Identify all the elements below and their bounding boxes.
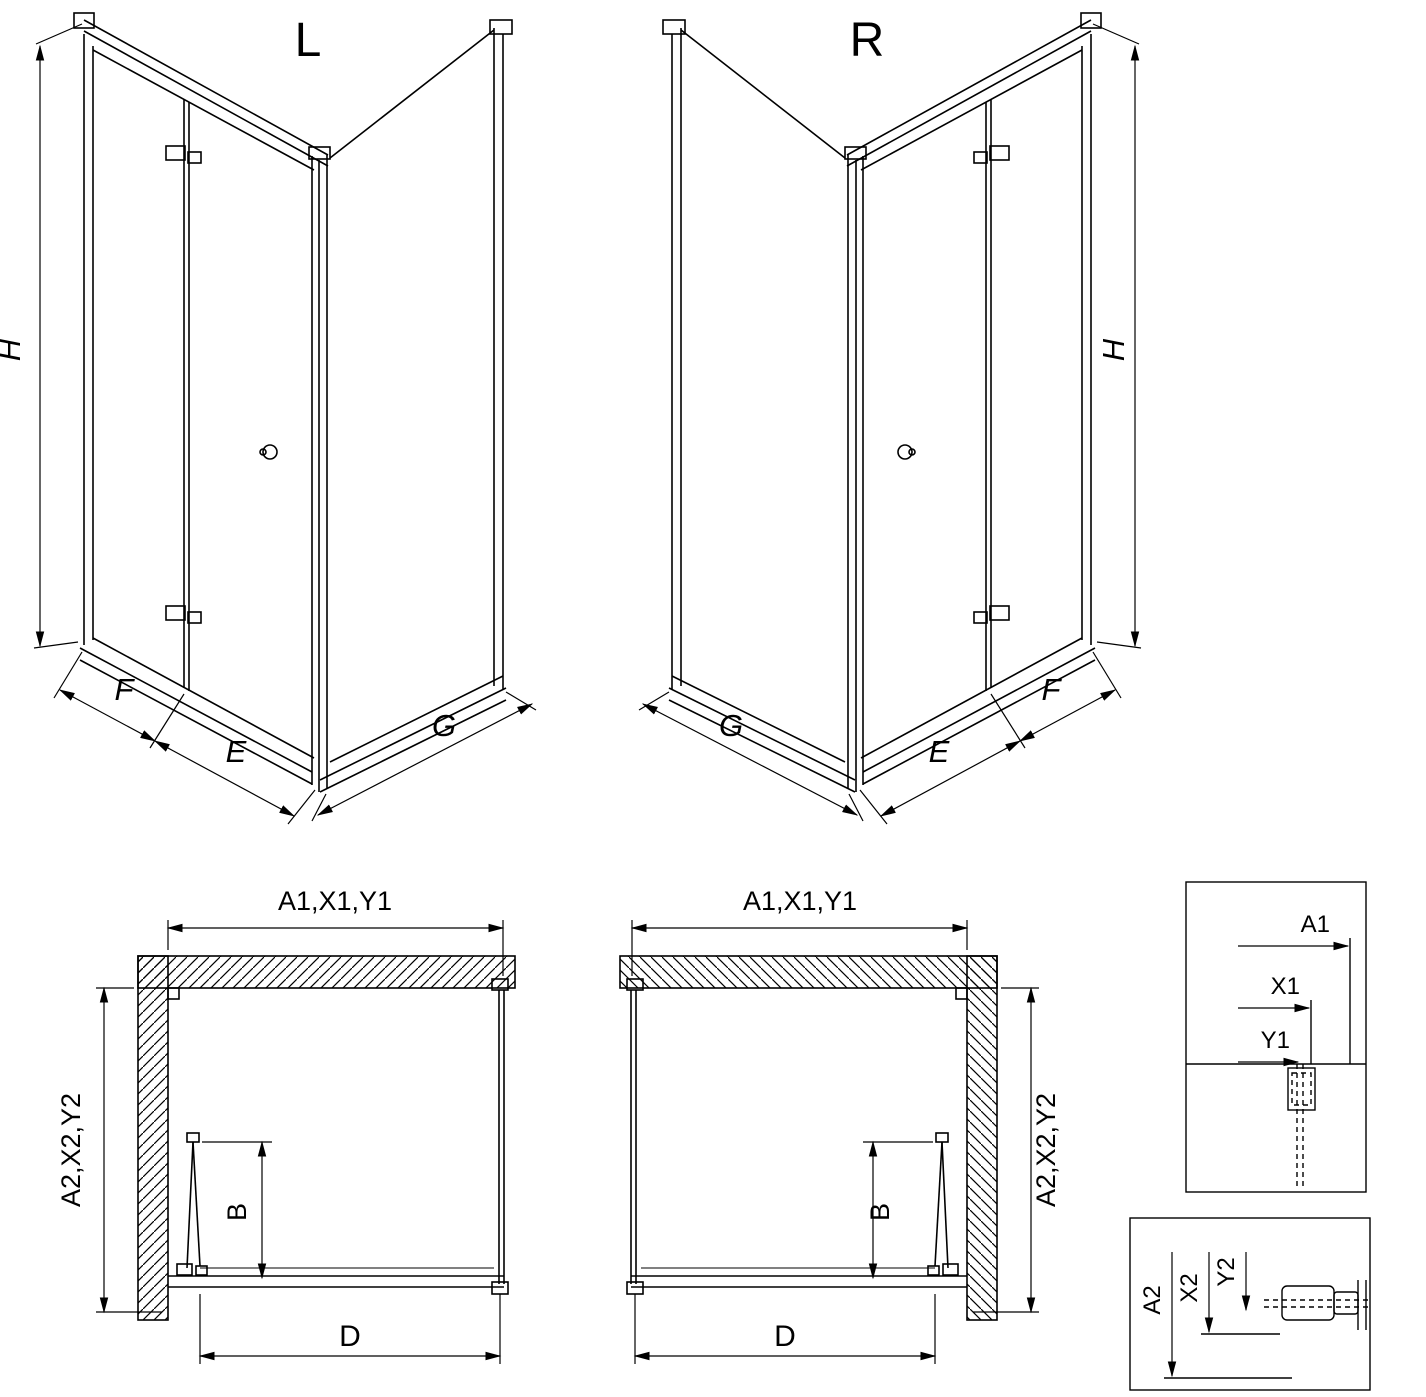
plan-left-depth-dim-label: A2,X2,Y2 — [56, 1093, 86, 1207]
plan-right-door-dim-label: B — [865, 1203, 895, 1221]
iso-left-dim-e-label: E — [226, 734, 247, 769]
iso-left-dim-f-label: F — [115, 672, 136, 707]
iso-view-right-geometry — [639, 13, 1141, 824]
iso-left-dim-g-label: G — [432, 708, 456, 743]
iso-view-left-geometry — [34, 13, 536, 824]
detail-depth-a2-label: A2 — [1139, 1285, 1166, 1314]
plan-right-opening-dim-label: D — [774, 1320, 796, 1353]
iso-left-dim-height-label: H — [0, 338, 27, 361]
iso-left-variant-label: L — [295, 14, 322, 67]
iso-right-dim-e-label: E — [929, 734, 950, 769]
detail-view-depth: A2 X2 Y2 — [1129, 1217, 1371, 1391]
plan-right-depth-dim-label: A2,X2,Y2 — [1031, 1093, 1061, 1207]
plan-view-right-geometry — [620, 920, 1039, 1364]
iso-right-dim-height-label: H — [1096, 338, 1131, 361]
plan-right-width-dim-label: A1,X1,Y1 — [743, 886, 857, 916]
detail-depth-y2-label: Y2 — [1213, 1257, 1240, 1286]
detail-view-width: A1 X1 Y1 — [1185, 881, 1367, 1193]
iso-right-variant-label: R — [850, 14, 885, 67]
iso-right-dim-g-label: G — [719, 708, 743, 743]
iso-right-dim-f-label: F — [1042, 672, 1063, 707]
plan-left-opening-dim-label: D — [339, 1320, 361, 1353]
detail-width-y1-label: Y1 — [1261, 1027, 1290, 1054]
detail-width-x1-label: X1 — [1271, 973, 1300, 1000]
detail-depth-x2-label: X2 — [1176, 1273, 1203, 1302]
plan-view-left-geometry — [96, 920, 515, 1364]
detail-width-a1-label: A1 — [1301, 911, 1330, 938]
plan-left-door-dim-label: B — [222, 1203, 252, 1221]
plan-left-width-dim-label: A1,X1,Y1 — [278, 886, 392, 916]
